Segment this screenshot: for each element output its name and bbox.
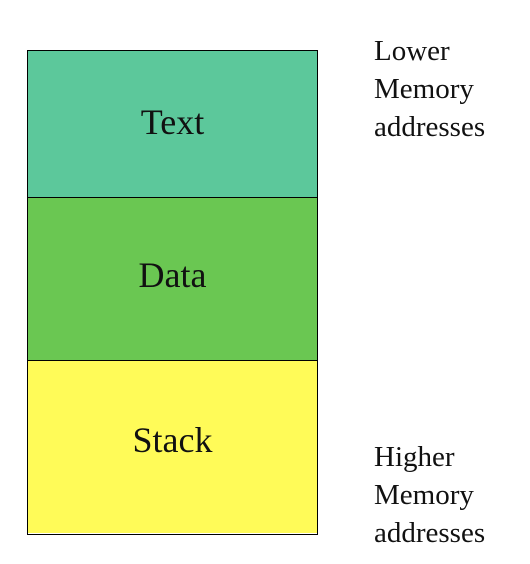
data-segment: Data bbox=[28, 198, 317, 361]
higher-memory-addresses-label: Higher Memory addresses bbox=[374, 441, 486, 549]
text-segment-label: Text bbox=[140, 102, 205, 142]
data-segment-label: Data bbox=[138, 255, 207, 295]
memory-layout-diagram: Text Data Stack bbox=[27, 50, 318, 535]
text-segment: Text bbox=[28, 51, 317, 198]
lower-memory-addresses-label: Lower Memory addresses bbox=[374, 35, 486, 143]
stack-segment-label: Stack bbox=[132, 420, 213, 460]
stack-segment: Stack bbox=[28, 361, 317, 533]
